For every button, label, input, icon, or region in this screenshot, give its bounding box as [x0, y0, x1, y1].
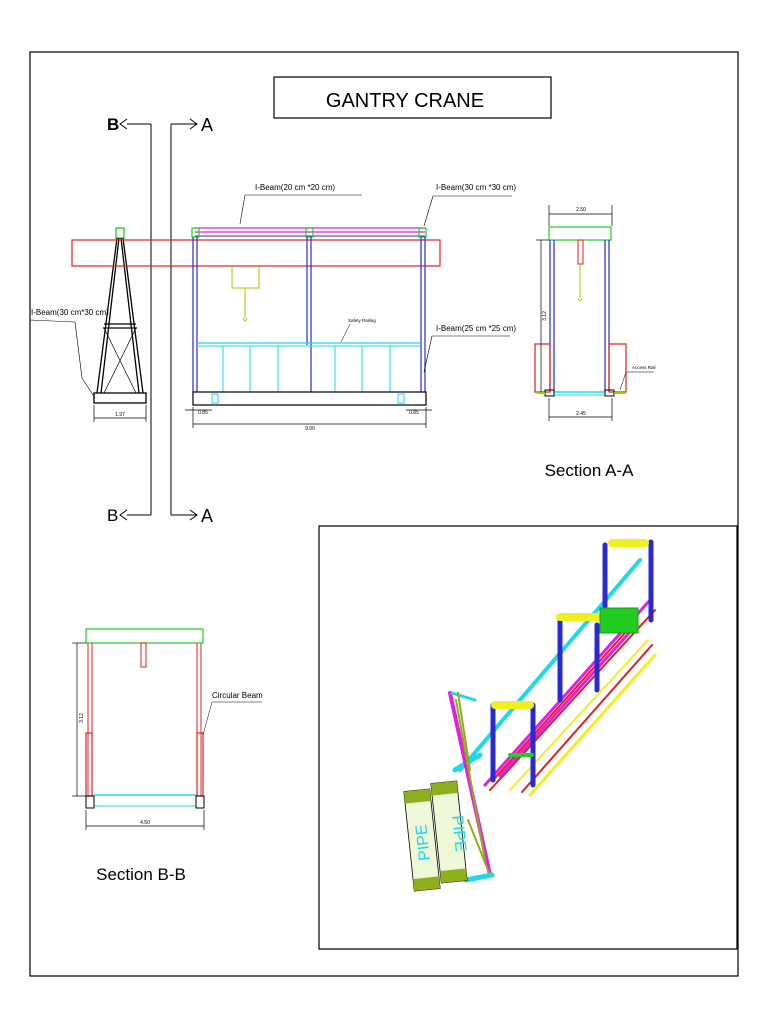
pipe-2-label: PIPE — [448, 815, 469, 853]
section-aa-frame — [534, 226, 627, 397]
section-marker-a-top: A — [201, 115, 213, 135]
isometric-view-frame — [318, 525, 738, 950]
dim-front-total: 9.00 — [305, 426, 315, 432]
isometric-crane-model — [448, 539, 657, 883]
page-title: GANTRY CRANE — [326, 90, 484, 112]
pipe-1-label: PIPE — [413, 823, 434, 861]
sheet-border — [29, 51, 739, 977]
dim-aa-height: 3.12 — [542, 311, 548, 321]
label-ibeam-30-left: I-Beam(30 cm*30 cm) — [31, 308, 109, 317]
pipe-1: PIPE — [403, 788, 441, 892]
side-dimension — [93, 405, 147, 422]
section-aa-title: Section A-A — [545, 461, 634, 480]
section-marker-a-bottom: A — [201, 506, 213, 526]
label-circular-beam: Circular Beam — [212, 691, 263, 700]
dim-side-base: 1.97 — [115, 412, 125, 418]
label-ibeam-20: I-Beam(20 cm *20 cm) — [255, 183, 335, 192]
pipe-2: PIPE — [430, 780, 469, 884]
title-box — [273, 76, 552, 119]
dim-aa-bottom: 2.45 — [576, 411, 586, 417]
dim-front-left: 0.85 — [198, 410, 208, 416]
side-elevation-frame — [93, 227, 147, 404]
section-bb-dimensions — [72, 642, 205, 830]
dim-front-right: 0.85 — [409, 410, 419, 416]
runway-beam — [71, 239, 441, 267]
title-block: GANTRY CRANE — [273, 76, 552, 119]
section-marker-b-top: B — [107, 115, 119, 134]
section-bb-frame — [85, 628, 205, 809]
label-access-rail: Access Rail — [632, 365, 656, 370]
label-ibeam-25: I-Beam(25 cm *25 cm) — [436, 324, 516, 333]
front-dimensions — [185, 407, 432, 428]
dim-bb-height: 3.12 — [79, 713, 85, 723]
section-cut-lines — [119, 118, 198, 521]
label-safety-railing: Safety Railing — [348, 318, 376, 323]
front-elevation-frame — [191, 227, 427, 406]
section-marker-b-bottom: B — [107, 506, 118, 525]
section-aa-dimensions — [536, 205, 613, 421]
label-ibeam-30-top: I-Beam(30 cm *30 cm) — [436, 183, 516, 192]
section-bb-title: Section B-B — [96, 865, 186, 884]
dim-aa-top: 2.50 — [576, 207, 586, 213]
dim-bb-bottom: 4.50 — [140, 820, 150, 826]
